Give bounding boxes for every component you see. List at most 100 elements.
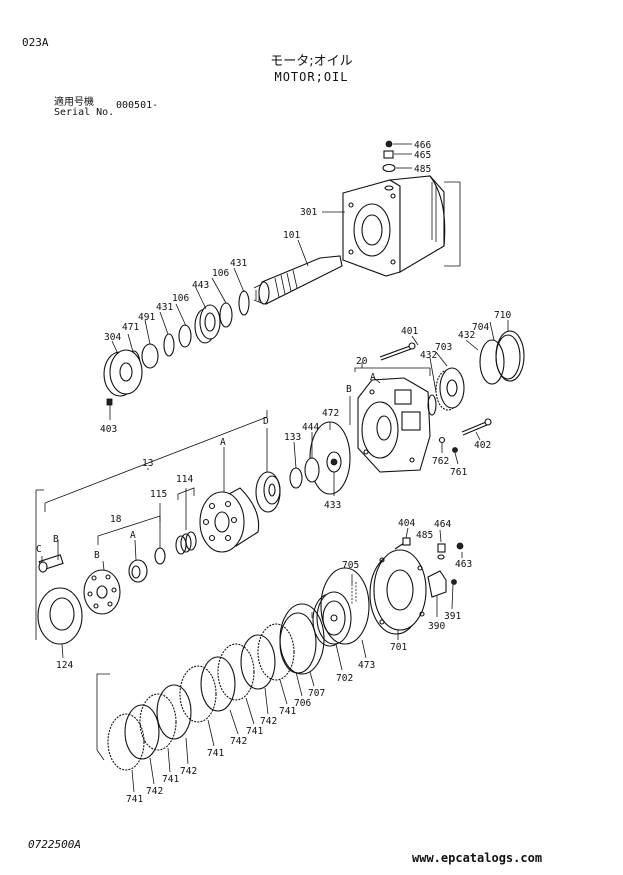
part-741-plate-b [217,643,255,701]
label-391: 391 [444,611,461,622]
label-124: 124 [56,660,73,671]
label-114: 114 [176,474,193,485]
label-133: 133 [284,432,301,443]
label-432: 432 [458,330,475,341]
label-404: 404 [398,518,415,529]
label-491: 491 [138,312,155,323]
label-741-c: 741 [207,748,224,759]
rotary-group [35,410,351,659]
label-A-valve: A [370,372,376,383]
part-115-spacer [154,547,166,565]
valve-casing-assembly [349,320,525,473]
label-742-a: 742 [260,716,277,727]
label-431-b: 431 [156,302,173,313]
label-710: 710 [494,310,511,321]
label-761: 761 [450,467,467,478]
label-464: 464 [434,519,451,530]
part-703-gear [435,367,465,411]
label-742-b: 742 [230,736,247,747]
label-741-a: 741 [279,706,296,717]
label-115: 115 [150,489,167,500]
part-403-plug [106,398,113,406]
label-B-piston: B [53,534,59,545]
label-701: 701 [390,642,407,653]
serial-label-english: Serial No. [54,107,115,118]
label-741-e: 741 [126,794,143,805]
label-101: 101 [283,230,300,241]
part-761-pin [452,447,458,453]
part-301-motor-housing [342,175,446,277]
label-704: 704 [472,322,489,333]
part-A-cylinder-block [199,487,260,553]
label-742-d: 742 [146,786,163,797]
label-705: 705 [342,560,359,571]
label-706: 706 [294,698,311,709]
part-706-oring [279,612,317,674]
page-code: 023A [22,36,49,49]
part-742-plate-a [240,634,276,690]
part-741-plate-a [257,623,295,681]
label-18: 18 [110,514,122,525]
part-20-valve-casing [357,377,431,473]
label-402: 402 [474,440,491,451]
part-741-plate-d [139,693,177,751]
label-465: 465 [414,150,431,161]
part-101-drive-shaft [253,255,343,305]
part-701-brake-cover [369,549,427,635]
part-463-plug [456,542,464,550]
title-english: MOTOR;OIL [274,70,349,84]
title-japanese: モータ;オイル [270,54,353,69]
part-402-bolt [461,418,492,436]
label-106: 106 [212,268,229,279]
label-403: 403 [100,424,117,435]
part-404-bolt [394,537,411,550]
label-433: 433 [324,500,341,511]
label-702: 702 [336,673,353,684]
part-742-plate-c [156,684,192,740]
label-741-b: 741 [246,726,263,737]
label-444: 444 [302,422,319,433]
part-106-collar-b [178,324,192,348]
part-464-plug [437,554,445,560]
part-431-snap-ring-b [163,333,175,357]
label-443: 443 [192,280,209,291]
part-431-snap-ring [238,290,250,316]
label-485-b: 485 [416,530,433,541]
part-391-rivet [451,579,457,585]
part-106-collar [219,302,233,328]
label-431: 431 [230,258,247,269]
part-473-oring [320,567,370,645]
housing-assembly [103,140,461,420]
part-304-front-cover [103,349,143,397]
part-B-shoe-plate [83,569,121,615]
part-704-shim [479,339,505,385]
part-401-bolt [379,342,416,361]
brake-assembly [96,527,464,793]
website-watermark: www.epcatalogs.com [412,851,543,865]
part-741-plate-e [107,713,145,771]
label-D: D [263,416,269,427]
label-A-retainer: A [130,530,136,541]
label-C: C [36,544,42,555]
part-705-spring [351,582,357,604]
label-390: 390 [428,621,445,632]
part-742-plate-b [200,656,236,712]
label-20: 20 [356,356,368,367]
callout-labels: 466 465 485 301 101 431 106 443 431 106 … [36,140,511,805]
part-C-piston [38,554,64,573]
part-114-springs [175,531,197,555]
drawing-number: 0722500A [28,838,81,851]
part-707-oring [279,603,325,675]
label-473: 473 [358,660,375,671]
part-444-bearing [304,457,320,483]
part-762-plug [438,436,446,444]
part-432-snap-ring [427,394,437,416]
part-390-nameplate [427,570,447,598]
label-703: 703 [435,342,452,353]
serial-label-japanese: 適用号機 [54,97,94,108]
part-443-bearing [194,304,221,344]
part-742-plate-d [124,704,160,760]
part-465-plug [383,150,394,159]
